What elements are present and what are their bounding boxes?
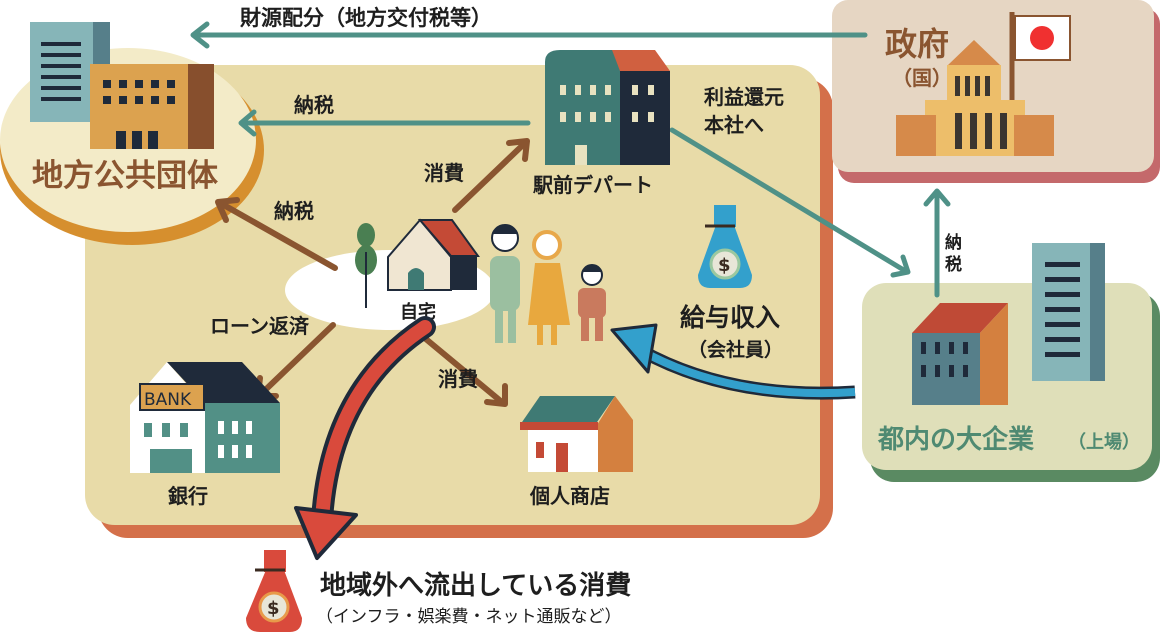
government-label: 政府 [885,25,949,63]
house-icon [387,218,480,291]
office-buildings-icon [912,243,1105,405]
outflow-money-bag-icon: $ [246,550,302,632]
family-icon [490,224,606,345]
local-government-node: 地方公共団体 [0,22,264,245]
outflow-sublabel: （インフラ・娯楽費・ネット通販など） [316,607,622,627]
bank-label: 銀行 [168,484,208,508]
svg-text:$: $ [718,255,731,276]
government-sublabel: （国） [892,66,952,90]
outflow-arrow [294,316,436,560]
bank-icon: BANK [130,362,280,473]
national-diet-building-icon [896,12,1071,156]
dept-tax-arrow [238,109,531,137]
corp-tax-arrow [923,188,951,298]
corp-tax-label-2: 税 [945,254,962,275]
shop-label: 個人商店 [529,484,610,508]
corporation-box: 都内の大企業 （上場） [862,243,1160,482]
home-tax-arrow [215,197,338,271]
outflow-label: 地域外へ流出している消費 [320,571,631,601]
corp-tax-label-1: 納 [945,232,962,253]
tree-icon [355,223,377,308]
money-bag-icon: $ [698,205,752,288]
home-to-dept-arrow [452,138,530,213]
svg-text:$: $ [267,598,280,619]
profit-return-arrow [669,127,911,278]
home-to-dept-label: 消費 [424,161,464,185]
city-hall-buildings-icon [30,22,214,149]
home-to-shop-arrow [412,327,508,407]
bank-sign: BANK [144,390,192,410]
department-store-icon [545,50,670,165]
local-region-area [85,65,833,538]
corporation-sublabel: （上場） [1068,432,1140,453]
salary-label: 給与収入 [680,303,780,332]
government-box: 政府 （国） [832,0,1160,183]
home-tax-label: 納税 [274,199,314,223]
dept-tax-label: 納税 [294,93,334,117]
allocation-label: 財源配分（地方交付税等） [240,6,492,30]
profit-return-label-2: 本社へ [704,113,764,137]
corporation-label: 都内の大企業 [877,424,1034,455]
local-government-label: 地方公共団体 [32,158,218,194]
department-store-label: 駅前デパート [532,173,653,197]
profit-return-label-1: 利益還元 [704,85,784,109]
salary-sublabel: （会社員） [688,338,783,361]
allocation-arrow [190,21,868,49]
home-to-shop-label: 消費 [438,367,478,391]
salary-arrow [610,323,856,400]
loan-label: ローン返済 [210,314,310,338]
shop-icon [520,396,633,472]
